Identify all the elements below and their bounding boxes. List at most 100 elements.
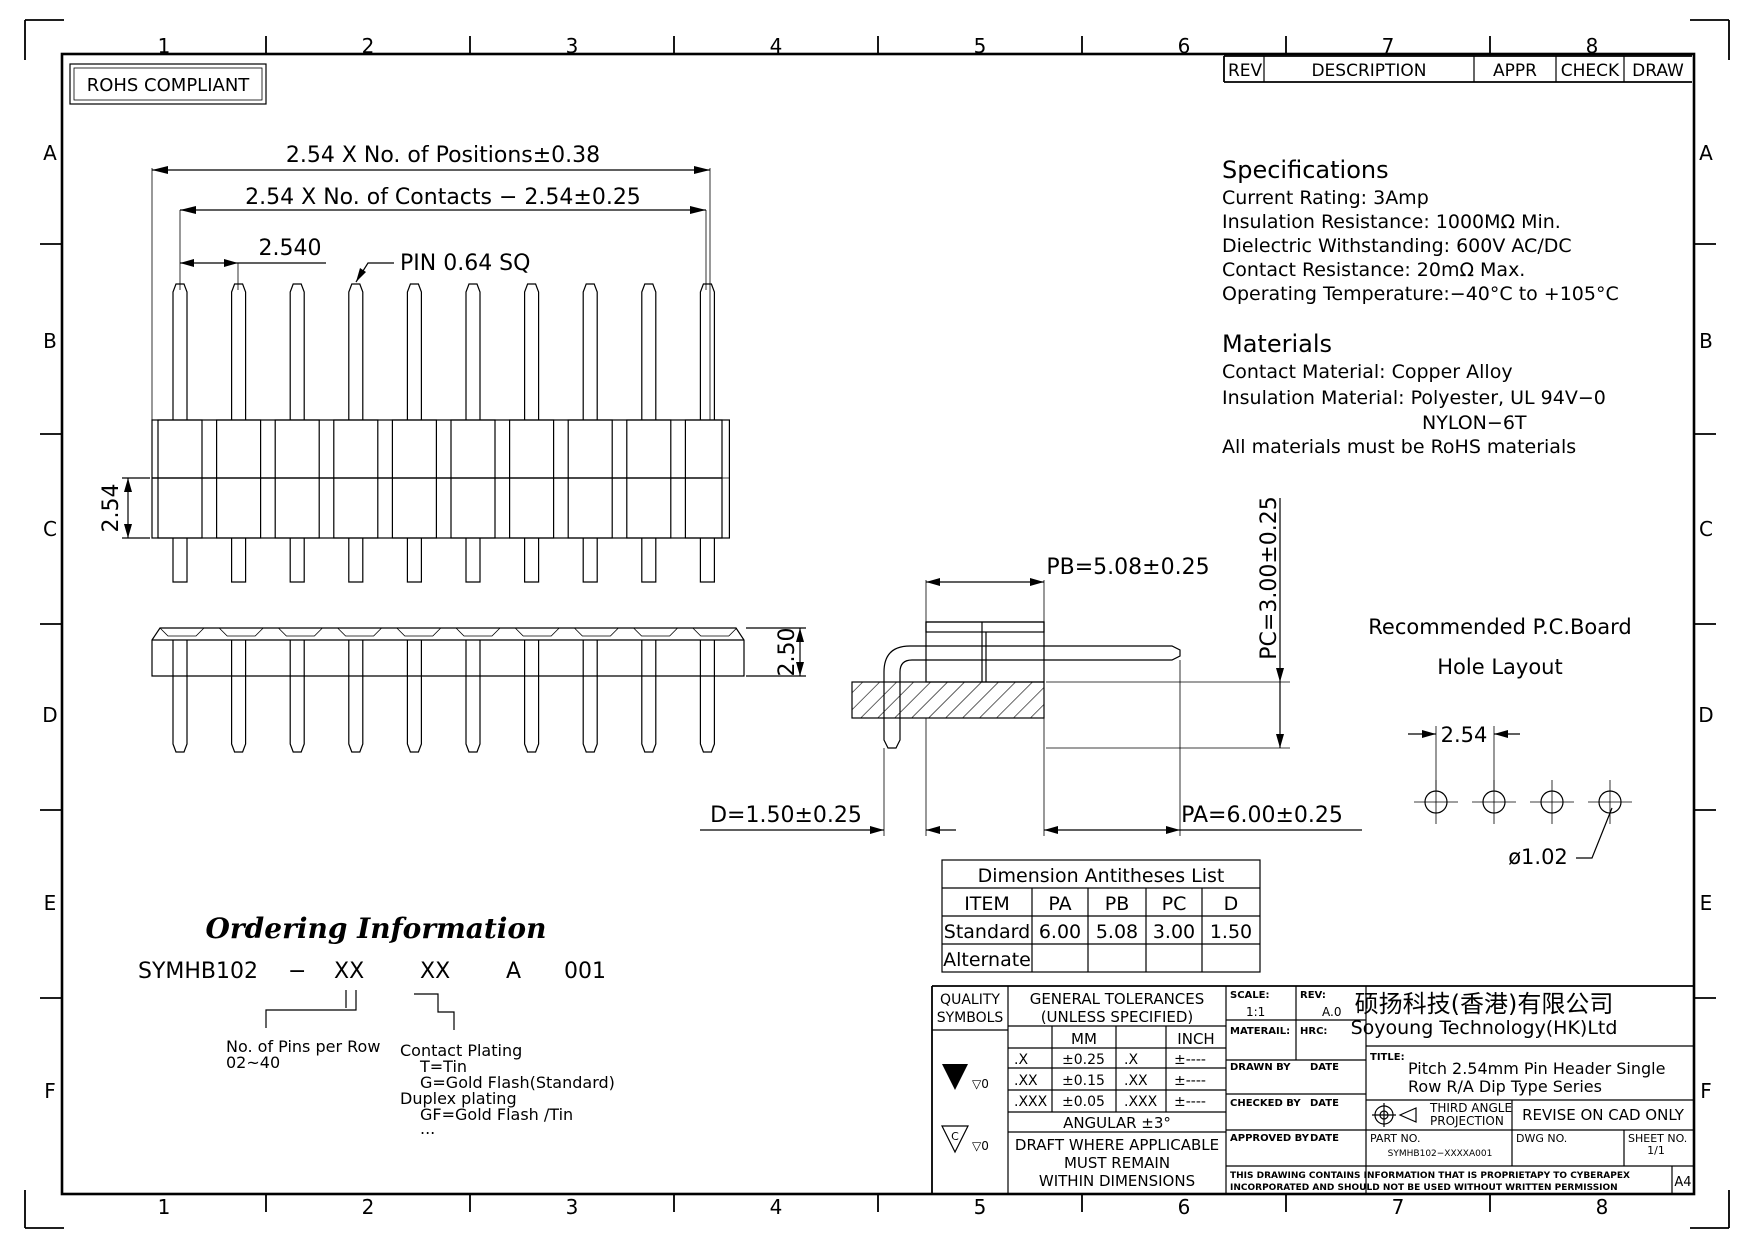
duplex-option: ... (420, 1119, 435, 1138)
plating-title: Contact Plating (400, 1041, 522, 1060)
pin-top (289, 283, 305, 420)
pin-tail (465, 538, 481, 583)
pcb-hole (1414, 780, 1458, 824)
date-label: DATE (1310, 1133, 1339, 1144)
pcb-title-2: Hole Layout (1437, 655, 1562, 679)
col-label: 1 (158, 34, 171, 58)
pin (157, 283, 203, 583)
tol-cell: .XX (1124, 1073, 1148, 1089)
housing-cell (450, 419, 496, 539)
pin-top (699, 283, 715, 420)
material-line: All materials must be RoHS materials (1222, 436, 1576, 458)
company-name-en: Soyoung Technology(HK)Ltd (1351, 1017, 1618, 1039)
pin-tail (641, 538, 657, 583)
spec-line: Operating Temperature:−40°C to +105°C (1222, 283, 1619, 305)
row-label: F (44, 1079, 56, 1103)
row-label: D (1698, 703, 1713, 727)
tol-cell: ±---- (1174, 1052, 1206, 1068)
order-code-dash: − (288, 959, 306, 984)
pin (626, 283, 672, 583)
drawing-frame (24, 19, 1730, 1229)
antitheses-cell: 1.50 (1210, 921, 1252, 943)
pin (274, 283, 320, 583)
symbols-label: SYMBOLS (937, 1010, 1004, 1026)
side-pin (524, 640, 540, 753)
draft-line-3: WITHIN DIMENSIONS (1039, 1172, 1195, 1190)
description-header: DESCRIPTION (1311, 61, 1426, 81)
row-label: E (44, 891, 57, 915)
hole-crosshair (1588, 780, 1632, 824)
zigzag-line (159, 627, 738, 637)
row-label: E (1700, 891, 1713, 915)
quality-symbol-letter: C (951, 1130, 959, 1143)
date-label: DATE (1310, 1062, 1339, 1073)
material-line: Contact Material: Copper Alloy (1222, 361, 1513, 383)
col-label: 4 (770, 34, 783, 58)
pin-top (348, 283, 364, 420)
hrc-label: HRC: (1300, 1026, 1327, 1037)
pin-tail (348, 538, 364, 583)
section-view: PB=5.08±0.25 PC=3.00±0.25 D=1.50±0.25 PA… (700, 496, 1362, 836)
quality-symbol-2: ▽0 (972, 1139, 989, 1153)
pins-range: 02~40 (226, 1053, 280, 1072)
col-label: 5 (974, 1195, 987, 1219)
hole-crosshair (1530, 780, 1574, 824)
inch-header: INCH (1177, 1030, 1214, 1048)
antitheses-table: Dimension Antitheses List ITEM PA PB PC … (941, 859, 1261, 973)
pin (391, 283, 437, 583)
material-line: Insulation Material: Polyester, UL 94V−0 (1222, 387, 1606, 409)
duplex-option: GF=Gold Flash /Tin (420, 1105, 573, 1124)
antitheses-header: PC (1162, 893, 1187, 915)
col-label: 7 (1382, 34, 1395, 58)
drawing-title-2: Row R/A Dip Type Series (1408, 1077, 1602, 1096)
side-pin (641, 640, 657, 753)
d-dimension: D=1.50±0.25 (710, 803, 862, 828)
draft-line-2: MUST REMAIN (1064, 1154, 1170, 1172)
tol-cell: ±---- (1174, 1073, 1206, 1089)
contacts-dimension: 2.54 X No. of Contacts − 2.54±0.25 (245, 185, 641, 210)
col-label: 6 (1178, 1195, 1191, 1219)
side-pin (465, 640, 481, 753)
specifications: Specifications Current Rating: 3Amp Insu… (1222, 156, 1619, 458)
date-label: DATE (1310, 1098, 1339, 1109)
angular-label: ANGULAR ±3° (1063, 1114, 1171, 1132)
side-pin (582, 640, 598, 753)
material-line: NYLON−6T (1422, 412, 1527, 434)
side-pins (172, 640, 715, 753)
side-pin (348, 640, 364, 753)
pcb-hole (1530, 780, 1574, 824)
pcb-title-1: Recommended P.C.Board (1368, 615, 1631, 639)
hole-diameter: ø1.02 (1508, 845, 1568, 869)
projection-label: PROJECTION (1430, 1114, 1504, 1128)
row-label: C (43, 517, 57, 541)
revision-table: REV DESCRIPTION APPR CHECK DRAW (1223, 55, 1692, 83)
plating-option: G=Gold Flash(Standard) (420, 1073, 615, 1092)
pin-tail (524, 538, 540, 583)
pin-tail (582, 538, 598, 583)
dwg-no-label: DWG NO. (1516, 1132, 1567, 1145)
spec-line: Contact Resistance: 20mΩ Max. (1222, 259, 1525, 281)
pin (509, 283, 555, 583)
housing-cell (684, 419, 731, 539)
pin-tail (172, 538, 188, 583)
pin (567, 283, 613, 583)
scale-value: 1:1 (1246, 1005, 1265, 1019)
antitheses-cell: 6.00 (1039, 921, 1081, 943)
pin-top (406, 283, 422, 420)
antitheses-header: PA (1048, 893, 1071, 915)
rohs-text: ROHS COMPLIANT (87, 75, 251, 96)
row-label: F (1700, 1079, 1712, 1103)
tol-cell: .X (1124, 1052, 1138, 1068)
pins-label: No. of Pins per Row (226, 1037, 380, 1056)
third-angle-projection-icon (1372, 1103, 1417, 1127)
sheet-no-label: SHEET NO. (1628, 1132, 1687, 1145)
tol-cell: ±0.25 (1062, 1052, 1105, 1068)
pin-top (641, 283, 657, 420)
col-label: 7 (1392, 1195, 1405, 1219)
side-pin (289, 640, 305, 753)
antitheses-cell: Standard (944, 921, 1030, 943)
positions-dimension: 2.54 X No. of Positions±0.38 (286, 143, 600, 168)
pin-tail (406, 538, 422, 583)
column-labels-top: 1 2 3 4 5 6 7 8 (158, 34, 1599, 58)
